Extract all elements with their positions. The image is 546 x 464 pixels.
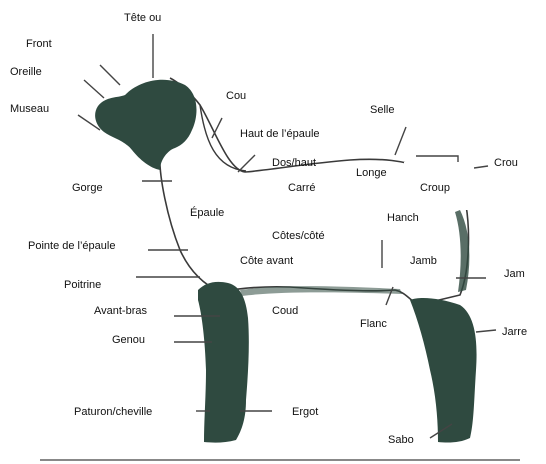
label-sabo: Sabo [388, 434, 414, 447]
front-leg [198, 282, 249, 443]
label-tete-ou: Tête ou [124, 12, 161, 25]
label-jam: Jam [504, 268, 525, 281]
leader-selle [395, 127, 406, 155]
belly-shading [240, 286, 402, 296]
label-carre: Carré [288, 182, 316, 195]
leader-crou [474, 166, 488, 168]
label-museau: Museau [10, 103, 49, 116]
label-gorge: Gorge [72, 182, 103, 195]
label-avant-bras: Avant-bras [94, 305, 147, 318]
label-oreille: Oreille [10, 66, 42, 79]
hind-leg [410, 298, 477, 443]
leader-front [84, 80, 104, 98]
label-coud: Coud [272, 305, 298, 318]
leader-oreille [100, 65, 120, 85]
leader-cou [212, 118, 222, 138]
label-poitrine: Poitrine [64, 279, 101, 292]
label-epaule: Épaule [190, 207, 224, 220]
label-selle: Selle [370, 104, 394, 117]
label-longe: Longe [356, 167, 387, 180]
label-jamb: Jamb [410, 255, 437, 268]
label-hanch: Hanch [387, 212, 419, 225]
label-cou: Cou [226, 90, 246, 103]
label-pointe-epaule: Pointe de l’épaule [28, 240, 115, 253]
label-jarre: Jarre [502, 326, 527, 339]
label-crou: Crou [494, 157, 518, 170]
label-genou: Genou [112, 334, 145, 347]
label-haut-epaule: Haut de l’épaule [240, 128, 320, 141]
label-croup: Croup [420, 182, 450, 195]
label-ergot: Ergot [292, 406, 318, 419]
label-cote-avant: Côte avant [240, 255, 293, 268]
label-dos-haut: Dos/haut [272, 157, 316, 170]
leader-dos-haut [238, 155, 255, 172]
label-flanc: Flanc [360, 318, 387, 331]
label-paturon-cheville: Paturon/cheville [74, 406, 152, 419]
leader-jarre [476, 330, 496, 332]
label-cotes-cote: Côtes/côté [272, 230, 325, 243]
label-front: Front [26, 38, 52, 51]
head-shape [95, 80, 196, 170]
